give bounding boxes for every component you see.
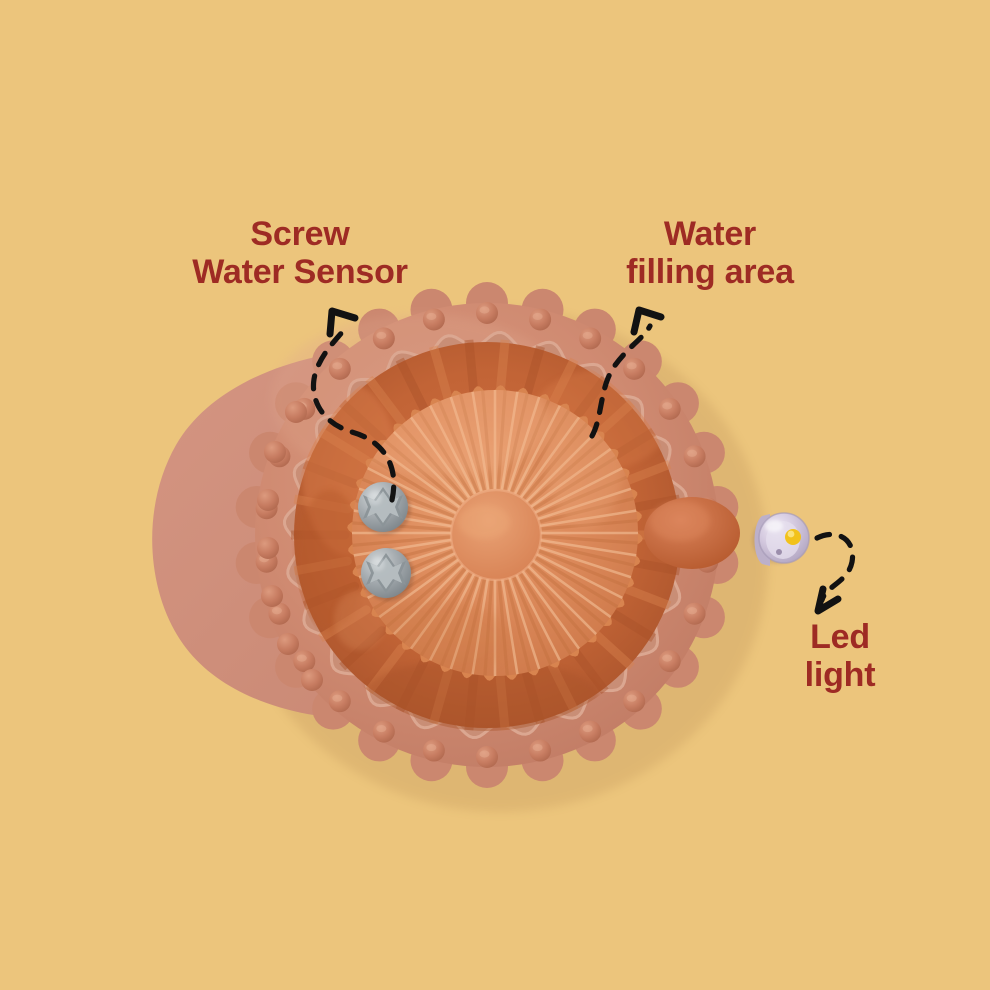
side-nub <box>644 497 740 569</box>
label-screw-water-sensor: Screw Water Sensor <box>192 215 408 292</box>
arrow-water-filling-area-path <box>589 323 653 439</box>
arrowhead-led-light <box>814 585 842 615</box>
arrowhead-screw-water-sensor <box>326 307 359 338</box>
arrowhead-water-filling-area <box>630 306 665 336</box>
label-led-light: Led light <box>804 618 876 695</box>
arrow-led-light-path <box>814 531 856 603</box>
annotation-arrows <box>311 323 856 603</box>
annotation-arrowheads <box>326 306 842 615</box>
arrow-screw-water-sensor-path <box>311 324 397 503</box>
pleated-disc <box>347 385 643 681</box>
screw-lower <box>361 548 414 601</box>
led-light-component <box>752 512 810 566</box>
label-water-filling-area: Water filling area <box>626 215 794 292</box>
